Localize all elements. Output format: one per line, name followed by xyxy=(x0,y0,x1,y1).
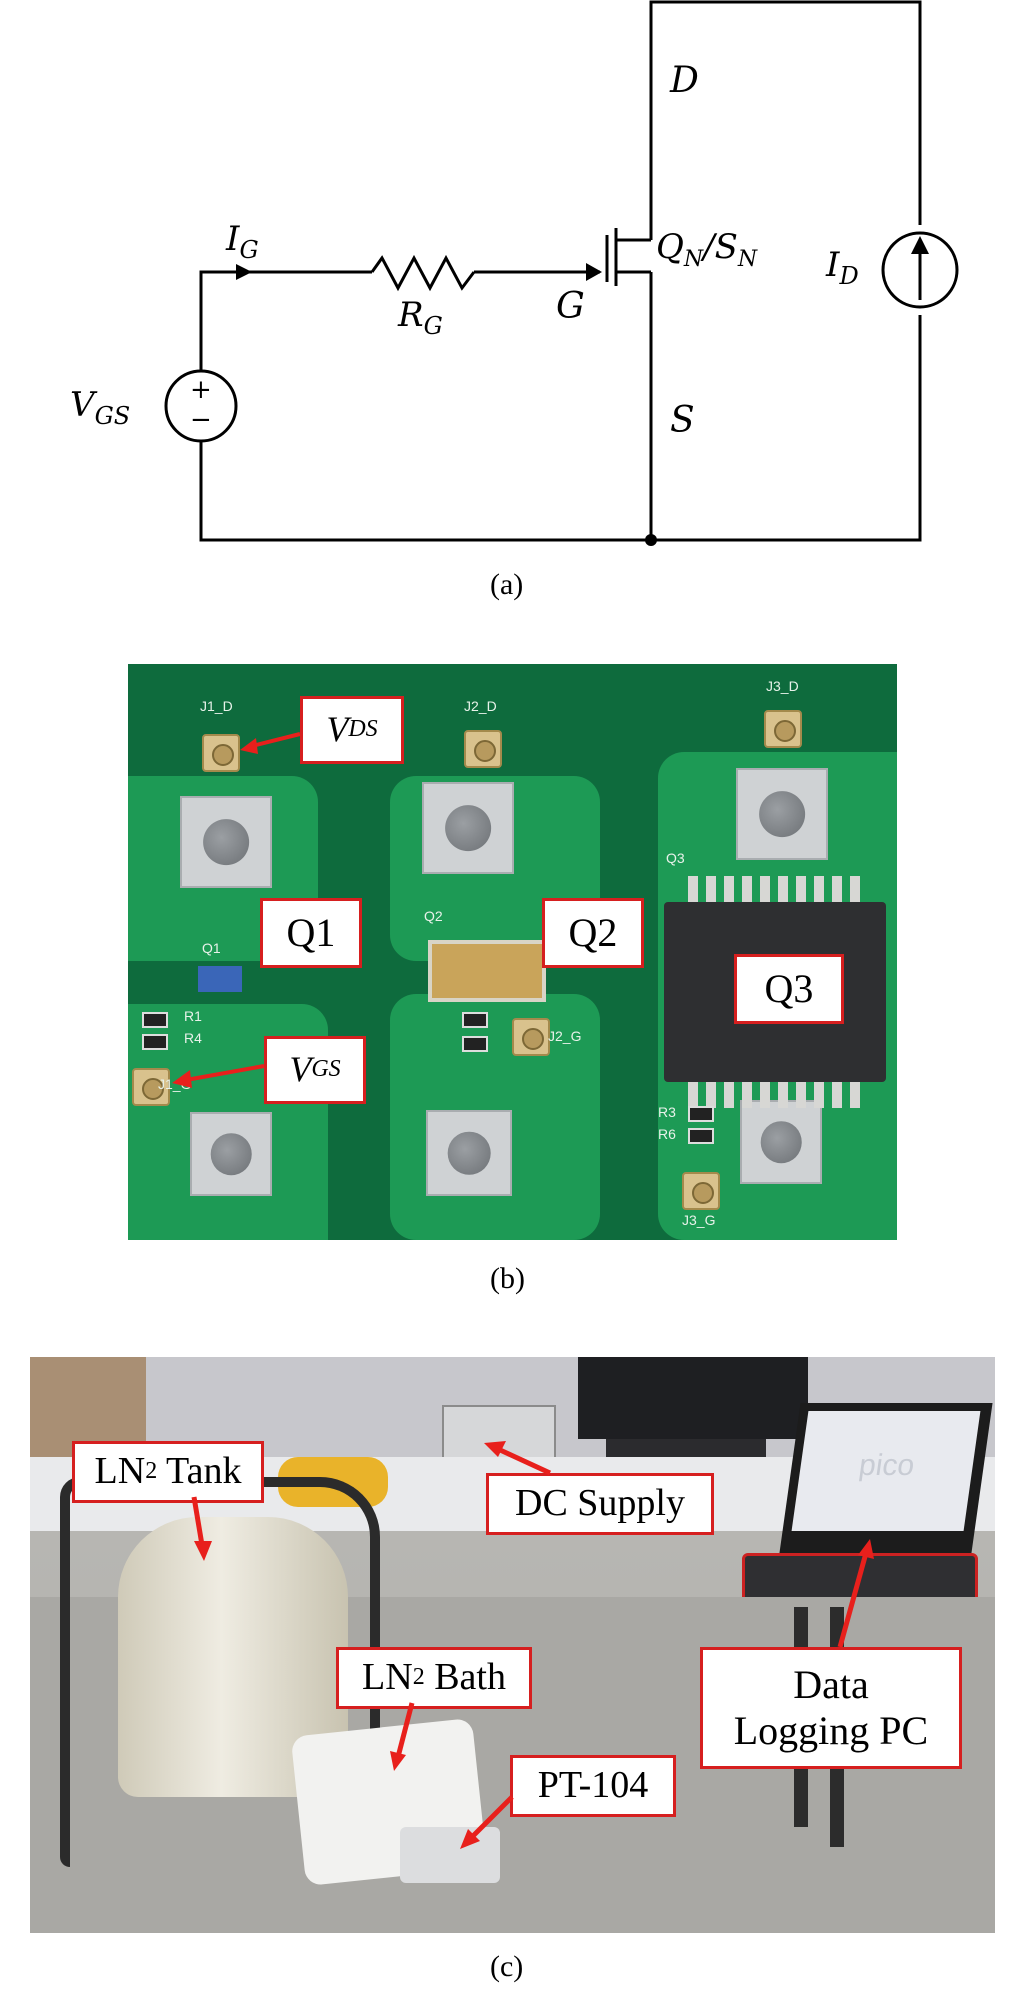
current-ig-arrow xyxy=(236,264,252,280)
vgs-source xyxy=(164,369,238,443)
monitor xyxy=(578,1357,808,1439)
caption-a: (a) xyxy=(490,568,524,601)
pt104-device xyxy=(400,1827,500,1883)
circuit-schematic: IG RG G D S QN/SN ID VGS + − xyxy=(70,0,959,546)
silk-q2: Q2 xyxy=(424,908,443,924)
pcb-photo: J1_D J2_D J3_D J1_G J2_G J3_G Q1 Q2 Q3 R… xyxy=(128,664,897,1240)
callout-dc-supply: DC Supply xyxy=(486,1473,714,1535)
caption-c: (c) xyxy=(490,1950,524,1983)
silk-q3: Q3 xyxy=(666,850,685,866)
wire-gate-left xyxy=(199,270,372,372)
gate-arrow xyxy=(586,263,602,281)
ground-node xyxy=(645,534,657,546)
silk-r6: R6 xyxy=(658,1126,676,1142)
callout-q1: Q1 xyxy=(260,898,362,968)
lab-arrows xyxy=(191,1441,874,1849)
callout-q2: Q2 xyxy=(542,898,644,968)
id-source xyxy=(881,231,959,309)
callout-pt104: PT-104 xyxy=(510,1755,676,1817)
pcb-arrows xyxy=(172,732,301,1088)
silk-j1d: J1_D xyxy=(200,698,233,714)
label-transistor: QN/SN xyxy=(656,227,758,272)
id-arrow-head xyxy=(911,236,929,254)
caption-b: (b) xyxy=(490,1262,525,1295)
label-id: ID xyxy=(825,245,859,290)
silk-q1: Q1 xyxy=(202,940,221,956)
vgs-plus: + xyxy=(190,375,212,405)
label-rg: RG xyxy=(397,295,443,340)
label-ig: IG xyxy=(225,219,259,264)
callout-q3: Q3 xyxy=(734,954,844,1024)
silk-j3d: J3_D xyxy=(766,678,799,694)
label-gate: G xyxy=(556,286,585,327)
silk-r3: R3 xyxy=(658,1104,676,1120)
label-drain: D xyxy=(669,60,699,101)
wire-bottom xyxy=(199,315,922,542)
vgs-minus: − xyxy=(190,405,212,435)
silk-j3g: J3_G xyxy=(682,1212,716,1228)
silk-r1: R1 xyxy=(184,1008,202,1024)
silk-r4: R4 xyxy=(184,1030,202,1046)
silk-j2d: J2_D xyxy=(464,698,497,714)
label-source: S xyxy=(670,400,695,441)
label-vgs: VGS xyxy=(70,385,130,430)
resistor-rg xyxy=(370,254,476,292)
wire-drain xyxy=(649,0,922,240)
silk-j2g: J2_G xyxy=(548,1028,582,1044)
